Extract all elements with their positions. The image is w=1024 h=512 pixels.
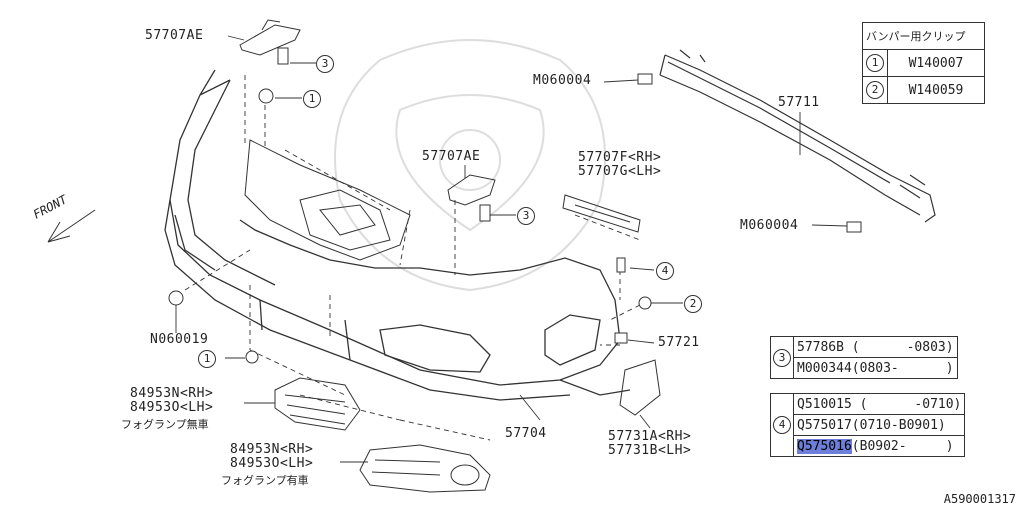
label-57721: 57721 — [658, 335, 700, 350]
label-84953o-b: 84953O<LH> — [230, 456, 314, 471]
table-3-row-1-part: 57786B — [797, 339, 844, 355]
table-4-num: 4 — [773, 416, 791, 434]
bracket-middle — [447, 174, 496, 206]
fog-cover-with-lamp — [359, 444, 491, 493]
callout-3-upper: 3 — [316, 55, 334, 73]
label-n060019: N060019 — [150, 332, 209, 347]
bumper-face — [164, 69, 631, 401]
label-57707f: 57707F<RH> — [578, 150, 662, 165]
solid-leaders — [175, 35, 848, 463]
label-57707ae-middle: 57707AE — [422, 149, 481, 164]
callout-1-upper: 1 — [303, 90, 321, 108]
label-84953n-a: 84953N<RH> — [130, 386, 214, 401]
table-3: 3 57786B ( -0803) M000344(0803- ) — [770, 336, 958, 379]
label-fog-with: フォグランプ有車 — [221, 474, 309, 487]
callout-2: 2 — [684, 295, 702, 313]
front-arrow-icon — [47, 209, 96, 243]
callout-1-lower: 1 — [198, 350, 216, 368]
clip-row-1-code: W140007 — [887, 49, 985, 77]
table-3-num: 3 — [773, 348, 791, 367]
dashed-leaders — [184, 75, 641, 441]
label-84953o-a: 84953O<LH> — [130, 400, 214, 415]
table-4-row-3-part-selected[interactable]: Q575016 — [797, 438, 852, 454]
table-3-row-2-range: (0803- ) — [851, 360, 954, 376]
label-fog-without: フォグランプ無車 — [121, 418, 209, 431]
table-4: 4 Q510015 ( -0710) Q575017(0710-B0901) Q… — [770, 393, 966, 457]
fog-bezel-57731 — [619, 359, 661, 416]
fog-cover-without-lamp — [274, 377, 361, 431]
table-4-row-1-range: ( -0710) — [859, 396, 962, 412]
callout-3-middle: 3 — [517, 207, 535, 225]
label-m060004-lower: M060004 — [740, 218, 799, 233]
bracket-upper — [239, 19, 301, 56]
clip-row-2-code: W140059 — [887, 76, 985, 104]
reinforcement-beam — [659, 49, 936, 223]
table-4-row-2-range: (0710-B0901) — [851, 417, 946, 433]
diagram-code: A590001317 — [943, 492, 1016, 506]
side-bracket — [562, 194, 641, 233]
table-4-row-3-range: (B0902- ) — [851, 438, 954, 454]
clip-table: バンパー用クリップ 1 W140007 2 W140059 — [862, 22, 985, 104]
clip-row-1-num: 1 — [866, 54, 884, 72]
table-4-row-1-part: Q510015 — [797, 396, 852, 412]
label-57707g: 57707G<LH> — [578, 164, 662, 179]
clip-row-2-num: 2 — [866, 81, 884, 99]
table-3-row-2-part: M000344 — [797, 360, 852, 376]
label-57731b: 57731B<LH> — [608, 443, 692, 458]
fasteners — [168, 47, 862, 364]
label-84953n-b: 84953N<RH> — [230, 442, 314, 457]
grille — [244, 139, 411, 261]
label-57731a: 57731A<RH> — [608, 429, 692, 444]
label-57704: 57704 — [505, 426, 547, 441]
table-3-row-1-range: ( -0803) — [851, 339, 954, 355]
callout-4: 4 — [656, 262, 674, 280]
clip-table-header: バンパー用クリップ — [862, 22, 985, 50]
label-57711: 57711 — [778, 95, 820, 110]
table-4-row-2-part: Q575017 — [797, 417, 852, 433]
label-57707ae-upper: 57707AE — [145, 28, 204, 43]
label-m060004-upper: M060004 — [533, 73, 592, 88]
